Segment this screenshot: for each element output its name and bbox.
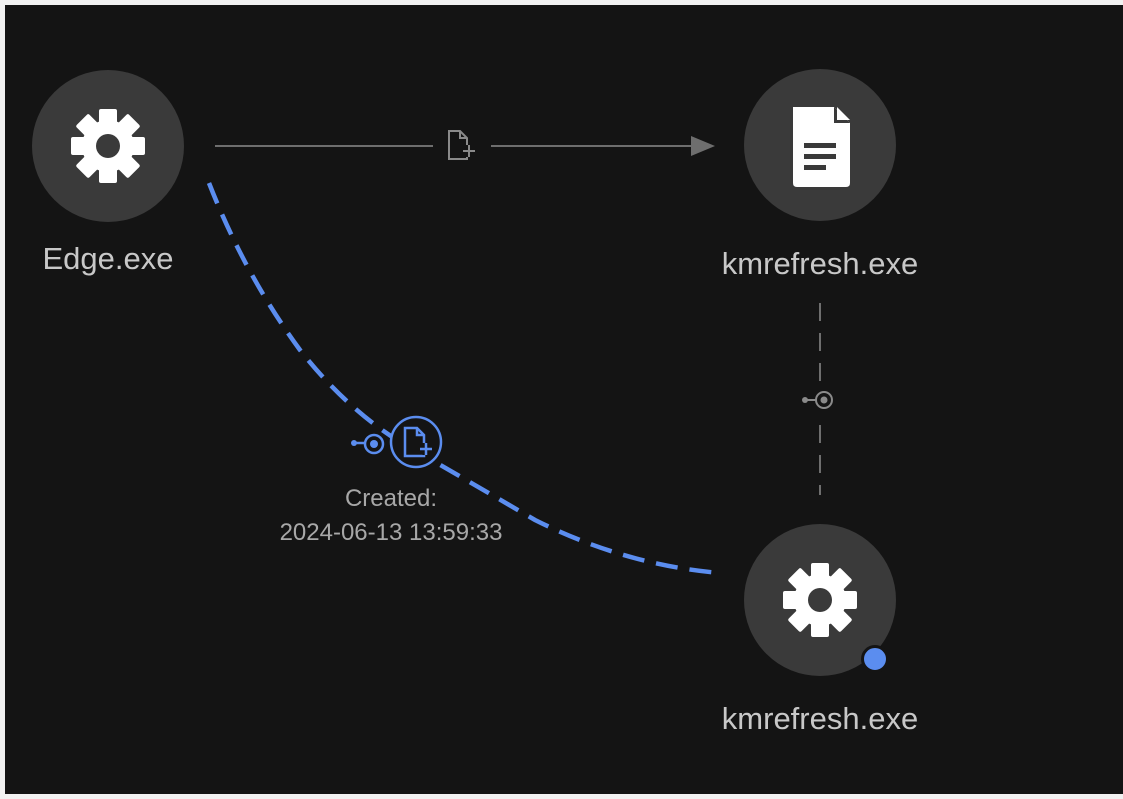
node-label-edge-exe: Edge.exe bbox=[42, 241, 174, 276]
edge-created-label-title: Created: bbox=[344, 485, 438, 512]
status-dot bbox=[861, 645, 889, 673]
edge-created-label-timestamp: 2024-06-13 13:59:33 bbox=[279, 519, 503, 546]
edge-created-process[interactable] bbox=[206, 182, 721, 576]
file-create-icon bbox=[448, 130, 475, 160]
graph-edges bbox=[206, 130, 833, 576]
edge-write-file[interactable] bbox=[215, 130, 715, 160]
file-icon bbox=[793, 107, 850, 187]
gear-icon bbox=[783, 563, 857, 637]
edge-created-label: Created: 2024-06-13 13:59:33 bbox=[280, 482, 503, 550]
node-kmrefresh-file[interactable] bbox=[744, 69, 896, 221]
node-label-kmrefresh-file: kmrefresh.exe bbox=[721, 246, 919, 281]
node-label-kmrefresh-process: kmrefresh.exe bbox=[721, 701, 919, 736]
connector-icon bbox=[802, 391, 833, 409]
node-edge-exe[interactable] bbox=[32, 70, 184, 222]
edge-file-to-process[interactable] bbox=[802, 303, 833, 495]
connector-icon bbox=[351, 433, 385, 455]
file-create-icon bbox=[389, 415, 443, 469]
gear-icon bbox=[71, 109, 145, 183]
process-graph-canvas: Edge.exe kmrefresh.exe bbox=[5, 5, 1123, 794]
